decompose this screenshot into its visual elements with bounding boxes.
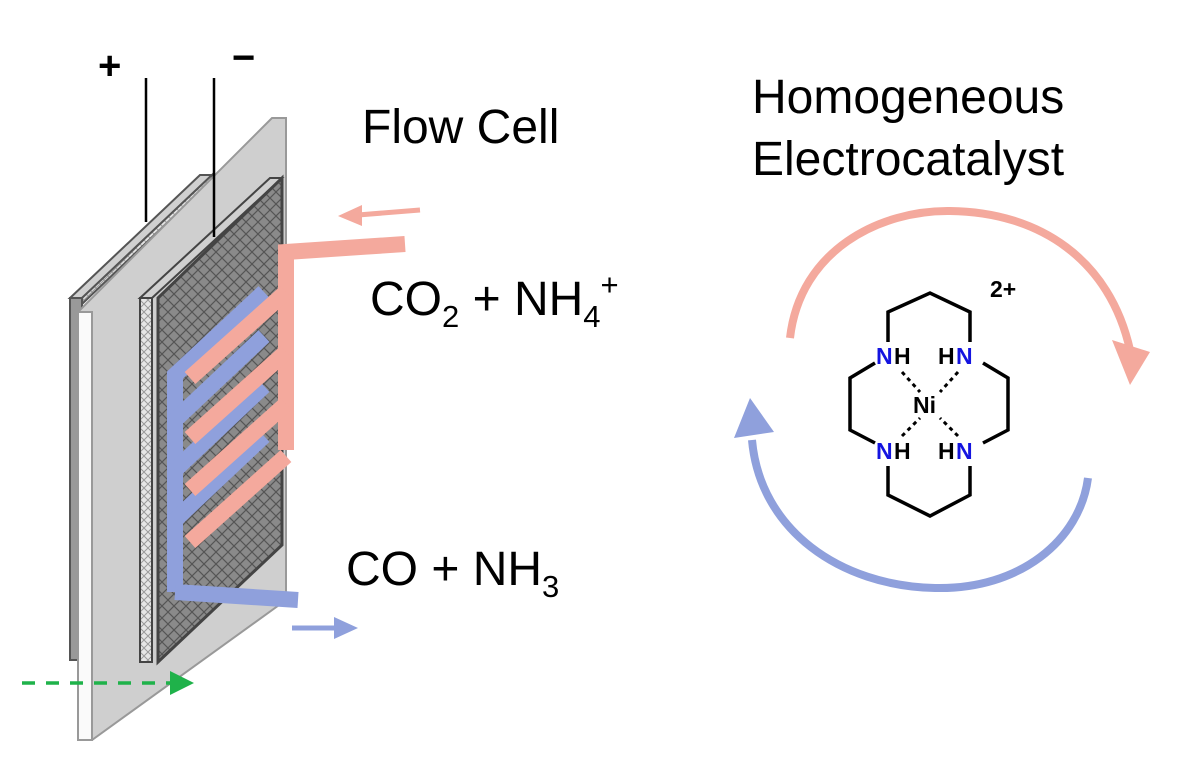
inlet-arrow bbox=[338, 205, 421, 226]
cycle-arrow-top bbox=[786, 206, 1134, 351]
nitrogen-atom: N bbox=[876, 343, 893, 369]
membrane-plate-edge bbox=[77, 311, 93, 741]
hydrogen-atom: H bbox=[894, 343, 911, 369]
cycle-arrow-bottom bbox=[748, 439, 1092, 593]
hydrogen-atom: H bbox=[938, 438, 955, 464]
anode-assembly bbox=[67, 172, 215, 661]
reactants-label: CO2 + NH4+ bbox=[370, 267, 619, 334]
catalyst-title-line2: Electrocatalyst bbox=[752, 133, 1065, 186]
positive-terminal-label: + bbox=[98, 44, 122, 88]
catalytic-cycle bbox=[734, 206, 1150, 593]
flow-cell-title: Flow Cell bbox=[362, 101, 560, 154]
outlet-arrow bbox=[292, 617, 358, 639]
hydrogen-atom: H bbox=[894, 438, 911, 464]
catalyst-title-line1: Homogeneous bbox=[752, 71, 1065, 124]
nickel-atom: Ni bbox=[913, 392, 936, 418]
products-label: CO + NH3 bbox=[346, 543, 560, 604]
negative-terminal-label: − bbox=[232, 36, 256, 80]
nitrogen-atom: N bbox=[956, 438, 973, 464]
hydrogen-atom: H bbox=[938, 343, 955, 369]
gas-diffusion-layer bbox=[139, 297, 153, 663]
cycle-arrowhead-bottom bbox=[734, 398, 774, 438]
complex-atoms: N H H N Ni N H H N 2+ bbox=[876, 276, 1016, 464]
ion-transport-arrow bbox=[22, 671, 194, 695]
cycle-arrowhead-top bbox=[1112, 340, 1150, 385]
nitrogen-atom: N bbox=[956, 343, 973, 369]
inlet-flow-channel bbox=[184, 236, 406, 548]
nickel-cyclam-complex bbox=[848, 291, 1010, 518]
complex-charge: 2+ bbox=[990, 276, 1016, 302]
nitrogen-atom: N bbox=[876, 438, 893, 464]
outlet-flow-channel bbox=[167, 286, 299, 608]
